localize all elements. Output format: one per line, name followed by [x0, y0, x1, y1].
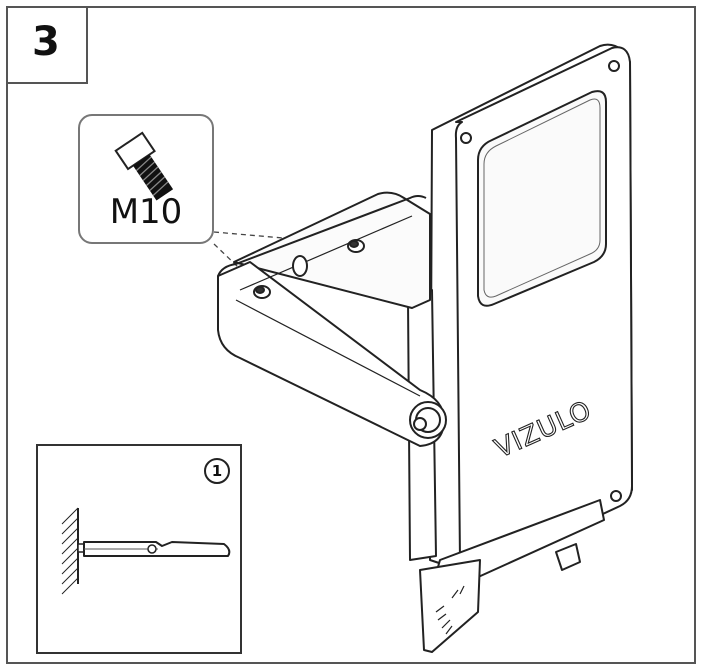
inset-view: 1	[36, 444, 242, 654]
step-number: 3	[32, 19, 60, 65]
tilt-scale	[435, 585, 465, 635]
bolt-size-label: M10	[109, 192, 183, 232]
bolt-callout: M10	[78, 114, 214, 244]
inset-badge: 1	[204, 458, 230, 484]
wall-mounted-luminaire-icon	[61, 507, 231, 595]
luminaire-housing	[407, 43, 633, 653]
bracket-bolts	[253, 239, 365, 299]
mounting-bracket	[217, 191, 447, 447]
step-box: 3	[8, 8, 88, 84]
hex-socket-bolt-icon	[114, 131, 174, 201]
